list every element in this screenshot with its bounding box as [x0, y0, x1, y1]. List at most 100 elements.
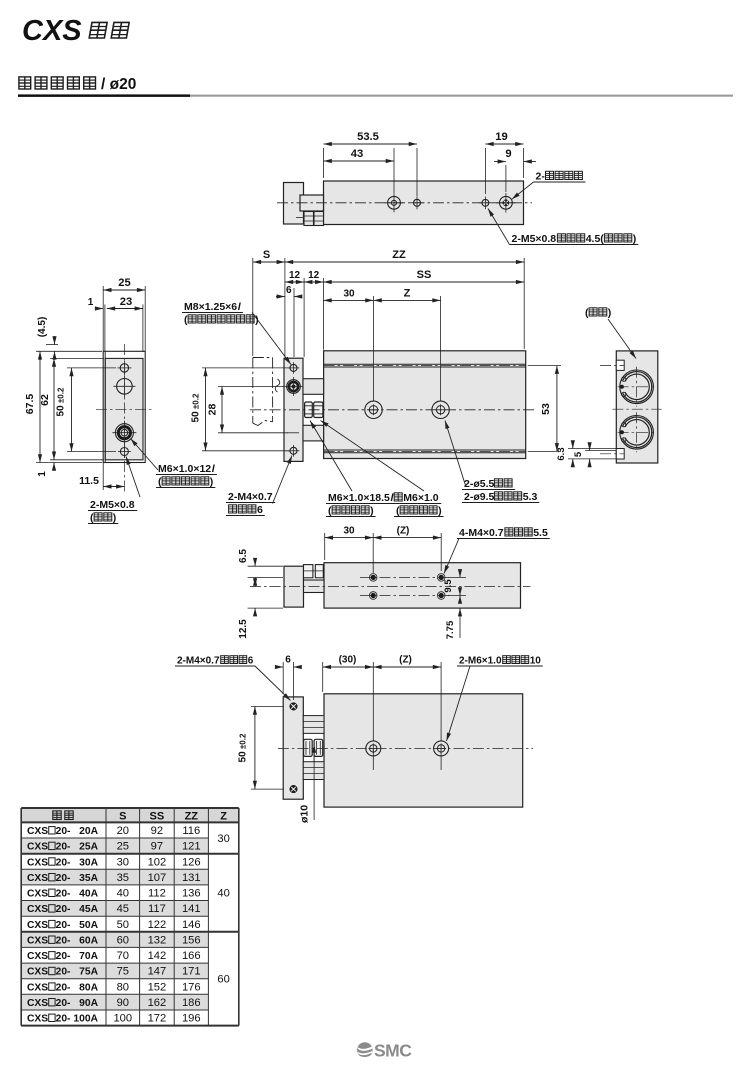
svg-text:Z: Z — [404, 288, 411, 300]
svg-text:19: 19 — [495, 131, 507, 143]
svg-text:30: 30 — [343, 526, 355, 537]
svg-text:30: 30 — [117, 856, 129, 868]
svg-text:20-: 20- — [56, 842, 71, 853]
svg-text:2-M5×0.8: 2-M5×0.8 — [90, 499, 135, 511]
svg-text:20-: 20- — [56, 857, 71, 868]
svg-text:): ) — [113, 512, 117, 524]
svg-text:(: ( — [184, 314, 188, 326]
svg-text:CXS: CXS — [27, 904, 48, 915]
svg-text:CXS: CXS — [27, 889, 48, 900]
svg-text:107: 107 — [148, 872, 167, 884]
svg-text:(: ( — [328, 505, 332, 517]
svg-text:(30): (30) — [339, 655, 357, 666]
svg-text:20-: 20- — [56, 920, 71, 931]
svg-text:121: 121 — [182, 841, 201, 853]
svg-text:23: 23 — [120, 296, 132, 308]
svg-text:70: 70 — [117, 950, 129, 962]
svg-text:176: 176 — [182, 981, 201, 993]
svg-text:100: 100 — [113, 1013, 132, 1025]
svg-text:20-: 20- — [56, 982, 71, 993]
svg-text:102: 102 — [148, 856, 167, 868]
svg-text:SS: SS — [417, 269, 432, 281]
svg-text:Z: Z — [220, 811, 227, 823]
svg-text:SS: SS — [150, 811, 165, 823]
svg-text:/ ø20: / ø20 — [101, 76, 136, 93]
svg-text:ZZ: ZZ — [392, 249, 406, 261]
svg-text:9.5: 9.5 — [443, 579, 454, 593]
svg-text:43: 43 — [351, 148, 363, 160]
svg-text:12: 12 — [308, 270, 320, 281]
svg-text:30A: 30A — [79, 857, 98, 868]
svg-text:(Z): (Z) — [399, 655, 412, 666]
svg-text:136: 136 — [182, 888, 201, 900]
svg-text:62: 62 — [39, 394, 51, 406]
svg-text:20-: 20- — [56, 967, 71, 978]
svg-text:CXS: CXS — [27, 967, 48, 978]
svg-text:20-: 20- — [56, 873, 71, 884]
svg-text:141: 141 — [182, 903, 201, 915]
svg-text:28: 28 — [207, 404, 219, 416]
svg-text:50 ±0.2: 50 ±0.2 — [56, 387, 67, 416]
svg-text:5.3: 5.3 — [523, 491, 538, 503]
svg-text:M6×1.0×18.5: M6×1.0×18.5 — [328, 492, 390, 504]
svg-text:142: 142 — [148, 950, 167, 962]
svg-text:50 ±0.2: 50 ±0.2 — [191, 393, 202, 422]
svg-text:53: 53 — [540, 403, 552, 415]
svg-text:40: 40 — [217, 888, 229, 900]
svg-text:M6×1.0: M6×1.0 — [403, 492, 438, 504]
svg-text:2-M4×0.7: 2-M4×0.7 — [177, 656, 220, 667]
svg-text:CXS: CXS — [27, 842, 48, 853]
svg-text:2-: 2- — [536, 171, 546, 183]
svg-text:50 ±0.2: 50 ±0.2 — [238, 733, 249, 762]
svg-text:166: 166 — [182, 950, 201, 962]
svg-text:M6×1.0×12: M6×1.0×12 — [158, 463, 211, 475]
svg-text:60: 60 — [117, 934, 129, 946]
svg-text:): ) — [255, 314, 259, 326]
svg-text:(Z): (Z) — [397, 526, 410, 537]
svg-text:(: ( — [396, 505, 400, 517]
svg-text:CXS: CXS — [27, 982, 48, 993]
svg-text:90A: 90A — [79, 998, 98, 1009]
svg-text:20-: 20- — [56, 935, 71, 946]
svg-text:CXS: CXS — [27, 857, 48, 868]
svg-text:131: 131 — [182, 872, 201, 884]
svg-text:9: 9 — [505, 148, 511, 160]
svg-text:80A: 80A — [79, 982, 98, 993]
svg-text:147: 147 — [148, 966, 167, 978]
svg-text:171: 171 — [182, 966, 201, 978]
svg-text:75A: 75A — [79, 967, 98, 978]
svg-text:40: 40 — [117, 888, 129, 900]
svg-text:20: 20 — [117, 825, 129, 837]
svg-text:20-: 20- — [56, 1014, 71, 1025]
svg-text:25: 25 — [117, 841, 129, 853]
svg-text:126: 126 — [182, 856, 201, 868]
svg-text:CXS: CXS — [27, 873, 48, 884]
svg-text:4-M4×0.7: 4-M4×0.7 — [459, 527, 504, 539]
svg-text:25A: 25A — [79, 842, 98, 853]
svg-text:CXS: CXS — [22, 15, 82, 47]
svg-text:5: 5 — [573, 451, 584, 457]
svg-text:): ) — [633, 233, 637, 245]
svg-text:6: 6 — [286, 285, 292, 296]
svg-text:112: 112 — [148, 888, 166, 900]
svg-text:45: 45 — [117, 903, 129, 915]
svg-text:CXS: CXS — [27, 920, 48, 931]
svg-text:156: 156 — [182, 934, 201, 946]
svg-text:172: 172 — [148, 1013, 167, 1025]
svg-text:45A: 45A — [79, 904, 98, 915]
svg-text:6: 6 — [248, 656, 254, 667]
svg-text:116: 116 — [182, 825, 200, 837]
svg-text:): ) — [438, 505, 442, 517]
svg-text:67.5: 67.5 — [24, 394, 36, 415]
svg-text:2-M5×0.8: 2-M5×0.8 — [512, 233, 557, 245]
svg-text:30: 30 — [343, 289, 355, 300]
svg-text:CXS: CXS — [27, 951, 48, 962]
svg-text:CXS: CXS — [27, 1014, 48, 1025]
svg-text:30: 30 — [217, 833, 229, 845]
svg-text:20-: 20- — [56, 951, 71, 962]
svg-text:10: 10 — [530, 656, 542, 667]
svg-text:146: 146 — [182, 919, 201, 931]
svg-text:117: 117 — [148, 903, 166, 915]
svg-text:12.5: 12.5 — [238, 619, 249, 639]
svg-text:2-M4×0.7: 2-M4×0.7 — [228, 491, 273, 503]
